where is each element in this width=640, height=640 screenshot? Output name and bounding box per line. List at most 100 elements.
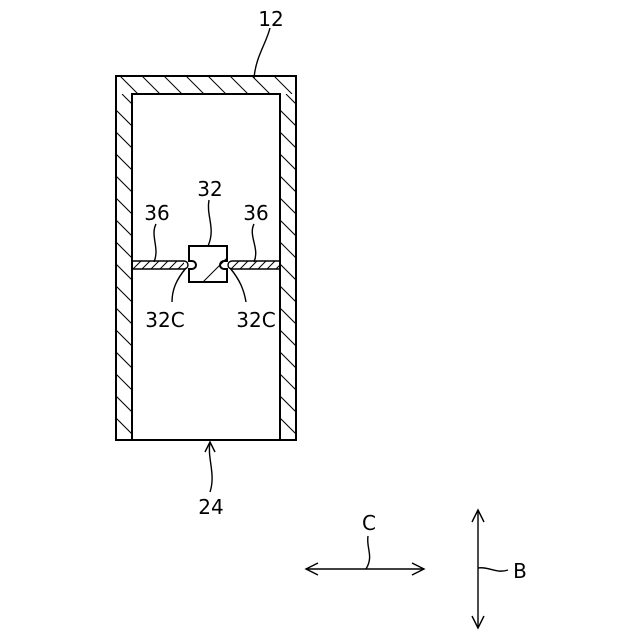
direction-b-arrow: B [472,510,527,628]
hatch-line [164,76,182,94]
hatch-line [0,94,258,440]
hatch-line [0,94,160,440]
wing-36-right [213,261,302,269]
leader-36-left [154,224,156,262]
hatch-line [230,76,248,94]
hatch-line [0,94,116,440]
hatch-line [264,94,610,440]
hatch-line [418,94,640,440]
hatch-line [142,76,160,94]
hatch-line [220,94,566,440]
hatch-line [318,76,336,94]
hatch-line [298,94,640,440]
hatch-line [308,94,640,440]
hatch-line [374,94,640,440]
hatch-line [44,94,390,440]
hatch-line [572,94,640,440]
hatch-line [186,76,204,94]
leader-32c-left [172,268,186,302]
hatch-line [320,94,640,440]
hatch-line [198,94,544,440]
hatch-line [386,94,640,440]
leader-24 [209,442,212,492]
hatch-line [196,261,204,269]
hatch-line [440,94,640,440]
hatch-line [296,76,314,94]
hatch-line [240,261,248,269]
hatch-line [132,94,478,440]
hatch-line [594,94,640,440]
hatch-line [506,94,640,440]
hatch-line [151,261,159,269]
hatch-line [0,94,204,440]
hatch-line [330,94,640,440]
leader-36-right [252,224,255,262]
hatch-line [274,76,292,94]
hatch-line [408,94,640,440]
hatch-line [124,261,132,269]
label-c: C [362,511,376,535]
label-32c-left: 32C [145,308,184,332]
hatch-line [103,246,139,282]
hatch-line [285,261,293,269]
label-36-left: 36 [144,201,169,225]
hatch-line [133,261,141,269]
label-36-right: 36 [243,201,268,225]
hatch-line [76,76,94,94]
hatch-line [396,94,640,440]
hatch-line [0,94,248,440]
hatch-line [484,94,640,440]
hatch-line [267,261,275,269]
hatch-line [352,94,640,440]
label-12: 12 [258,7,283,31]
hatch-line [34,94,380,440]
hatch-line [88,94,434,440]
hatch-line [169,261,177,269]
wing-36-left [115,261,204,269]
hatch-line [210,94,556,440]
hatch-line [142,261,150,269]
hatch-line [66,94,412,440]
leader-lines [154,28,270,492]
hatch-line [160,261,168,269]
housing-left-wall [0,94,640,440]
hatch-line [0,94,336,440]
hatch-line [249,261,257,269]
hatch-line [496,94,640,440]
hatch-line [253,246,289,282]
hatch-line [430,94,640,440]
leader-32 [208,200,211,246]
leader-12 [254,28,270,78]
hatch-line [0,94,182,440]
hatch-line [364,94,640,440]
hatch-line [252,76,270,94]
label-32c-right: 32C [236,308,275,332]
label-b: B [513,559,527,583]
leader-b [478,568,508,571]
hatch-line [616,94,640,440]
hatch-line [120,76,138,94]
hatch-line [0,94,314,440]
hatch-line [98,76,116,94]
hatch-line [528,94,640,440]
housing-right-wall [0,94,640,440]
hatch-line [231,261,239,269]
hatch-line [303,246,339,282]
hatch-line [178,261,186,269]
hatch-line [286,94,632,440]
direction-c-arrow: C [306,511,424,575]
hatch-line [232,94,578,440]
hatch-line [276,94,622,440]
label-32: 32 [197,177,222,201]
hatch-line [452,94,640,440]
hatch-line [154,94,500,440]
hatch-line [0,94,138,440]
hatch-line [0,94,226,440]
hatch-line [550,94,640,440]
hatch-line [100,94,446,440]
hatch-line [0,94,302,440]
leader-32c-right [230,268,246,302]
hatch-line [0,94,94,440]
hatch-line [254,94,600,440]
